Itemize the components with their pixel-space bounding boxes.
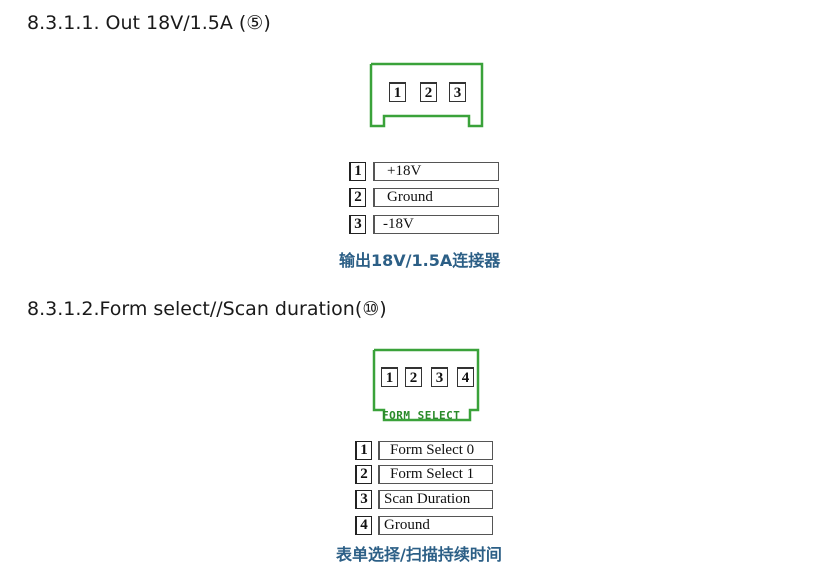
pin-label: Ground: [373, 188, 499, 207]
connector-pin-1: 1: [381, 367, 398, 387]
pin-number: 2: [355, 465, 372, 484]
connector-pin-3: 3: [449, 82, 466, 102]
figure-caption-out-18v: 输出18V/1.5A连接器: [339, 251, 501, 270]
connector-pin-2: 2: [405, 367, 422, 387]
pin-number: 4: [355, 516, 372, 535]
connector-outline: [369, 62, 484, 128]
connector-label: FORM SELECT: [382, 409, 461, 422]
pin-label: Scan Duration: [378, 490, 493, 509]
pin-label: Form Select 0: [378, 441, 493, 460]
connector-pin-1: 1: [389, 82, 406, 102]
connector-outline: [372, 348, 480, 422]
connector-pin-4: 4: [457, 367, 474, 387]
section-heading-form-select: 8.3.1.2.Form select//Scan duration(⑩): [27, 298, 387, 320]
pin-number: 3: [355, 490, 372, 509]
connector-3pin-diagram: 1 2 3: [369, 62, 485, 130]
connector-pin-3: 3: [431, 367, 448, 387]
connector-4pin-diagram: 1 2 3 4 FORM SELECT: [372, 348, 482, 424]
pin-number: 1: [349, 162, 366, 181]
section-heading-out-18v: 8.3.1.1. Out 18V/1.5A (⑤): [27, 12, 271, 34]
figure-caption-form-select: 表单选择/扫描持续时间: [336, 545, 502, 564]
pin-label: +18V: [373, 162, 499, 181]
pin-number: 3: [349, 215, 366, 234]
pin-number: 2: [349, 188, 366, 207]
pin-number: 1: [355, 441, 372, 460]
pin-label: Ground: [378, 516, 493, 535]
connector-pin-2: 2: [420, 82, 437, 102]
pin-label: Form Select 1: [378, 465, 493, 484]
pin-label: -18V: [373, 215, 499, 234]
